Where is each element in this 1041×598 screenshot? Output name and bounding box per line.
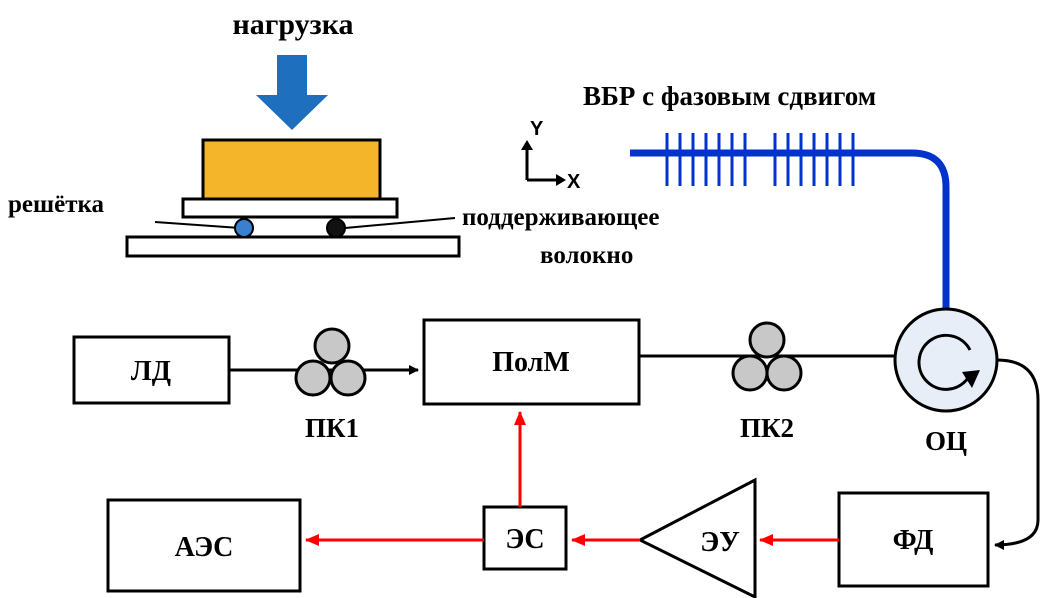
load-mass: [201, 138, 382, 202]
bottom-plate: [125, 235, 461, 258]
pk1-controller-icon: [294, 327, 367, 397]
aes-label: АЭС: [175, 532, 234, 563]
grating-fiber-dot: [234, 218, 254, 238]
eu-label: ЭУ: [700, 527, 740, 558]
optical-chain: ЛД ПК1 ПолМ ПК2 ОЦ: [72, 307, 1040, 550]
ld-block: [72, 335, 231, 405]
pk2-label: ПК2: [740, 413, 794, 443]
fd-label: ФД: [893, 525, 934, 556]
fd-block: [837, 491, 990, 588]
oc-label: ОЦ: [925, 426, 967, 456]
fbg-title: ВБР с фазовым сдвигом: [583, 81, 876, 111]
electrical-chain: ФД ЭУ ЭС АЭС: [106, 411, 990, 598]
fbg-fiber: ВБР с фазовым сдвигом Y X: [521, 81, 950, 312]
pk1-label: ПК1: [305, 413, 359, 443]
axis-y-label: Y: [530, 118, 544, 140]
es-label: ЭС: [505, 524, 544, 555]
polm-label: ПолМ: [492, 347, 570, 378]
ld-label: ЛД: [131, 356, 171, 387]
load-inset: нагрузка решётка поддерживающее волокно: [8, 8, 659, 269]
axis-x-label: X: [567, 171, 581, 193]
eu-amplifier: [636, 477, 757, 598]
grating-label: решётка: [8, 191, 105, 218]
aes-block: [106, 498, 302, 593]
load-label: нагрузка: [232, 8, 353, 41]
grating-marks: [665, 133, 855, 186]
support-fiber-dot: [326, 218, 346, 238]
xy-axes-icon: Y X: [521, 118, 581, 193]
support-fiber-label-line2: волокно: [540, 242, 633, 269]
pk2-controller-icon: [731, 321, 803, 392]
circulator-icon: [893, 307, 999, 413]
polm-block: [422, 318, 641, 406]
support-fiber-label-line1: поддерживающее: [462, 204, 659, 231]
top-plate: [181, 197, 399, 219]
fiber-pointer-line: [344, 217, 456, 229]
fiber-line: [630, 149, 950, 312]
oc-to-fd-line: [994, 358, 1040, 550]
load-arrow-icon: [256, 55, 328, 130]
es-block: [482, 505, 568, 571]
grating-pointer-line: [154, 221, 241, 229]
